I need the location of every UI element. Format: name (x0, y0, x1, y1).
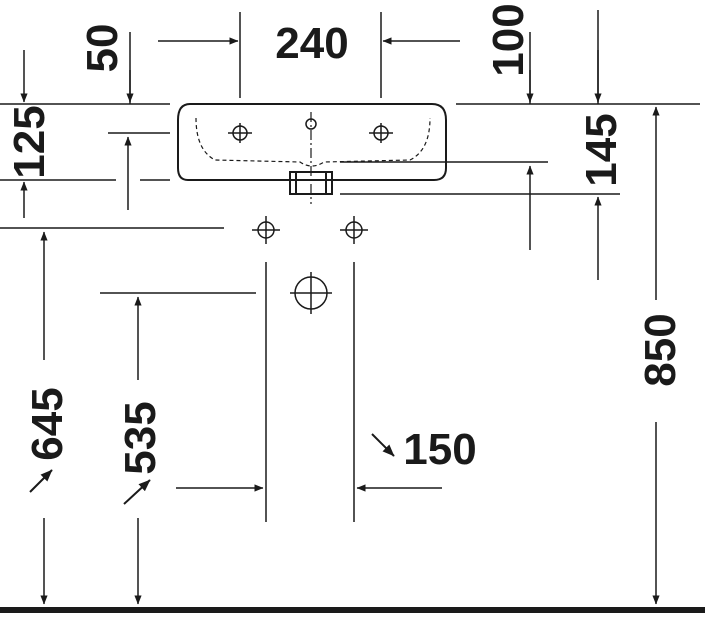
extension-lines (0, 10, 700, 522)
dim-850-label: 850 (636, 313, 685, 386)
dim-100-label: 100 (484, 3, 533, 76)
dim-240-label: 240 (275, 19, 348, 68)
dim-150-label: 150 (403, 425, 476, 474)
dim-125-label: 125 (5, 105, 54, 178)
supply-connection-right (340, 216, 368, 244)
tap-hole-left (228, 123, 252, 143)
pointer-arrows (29, 433, 395, 505)
dim-645-label: 645 (23, 387, 72, 460)
basin-outline (177, 103, 447, 204)
dim-535-label: 535 (116, 401, 165, 474)
floor-line (0, 607, 705, 613)
dim-50-label: 50 (78, 24, 127, 73)
supply-connection-left (252, 216, 280, 244)
dim-145-label: 145 (577, 113, 626, 186)
tap-hole-right (369, 123, 393, 143)
dimension-lines (20, 37, 660, 605)
waste-connection (290, 272, 332, 314)
